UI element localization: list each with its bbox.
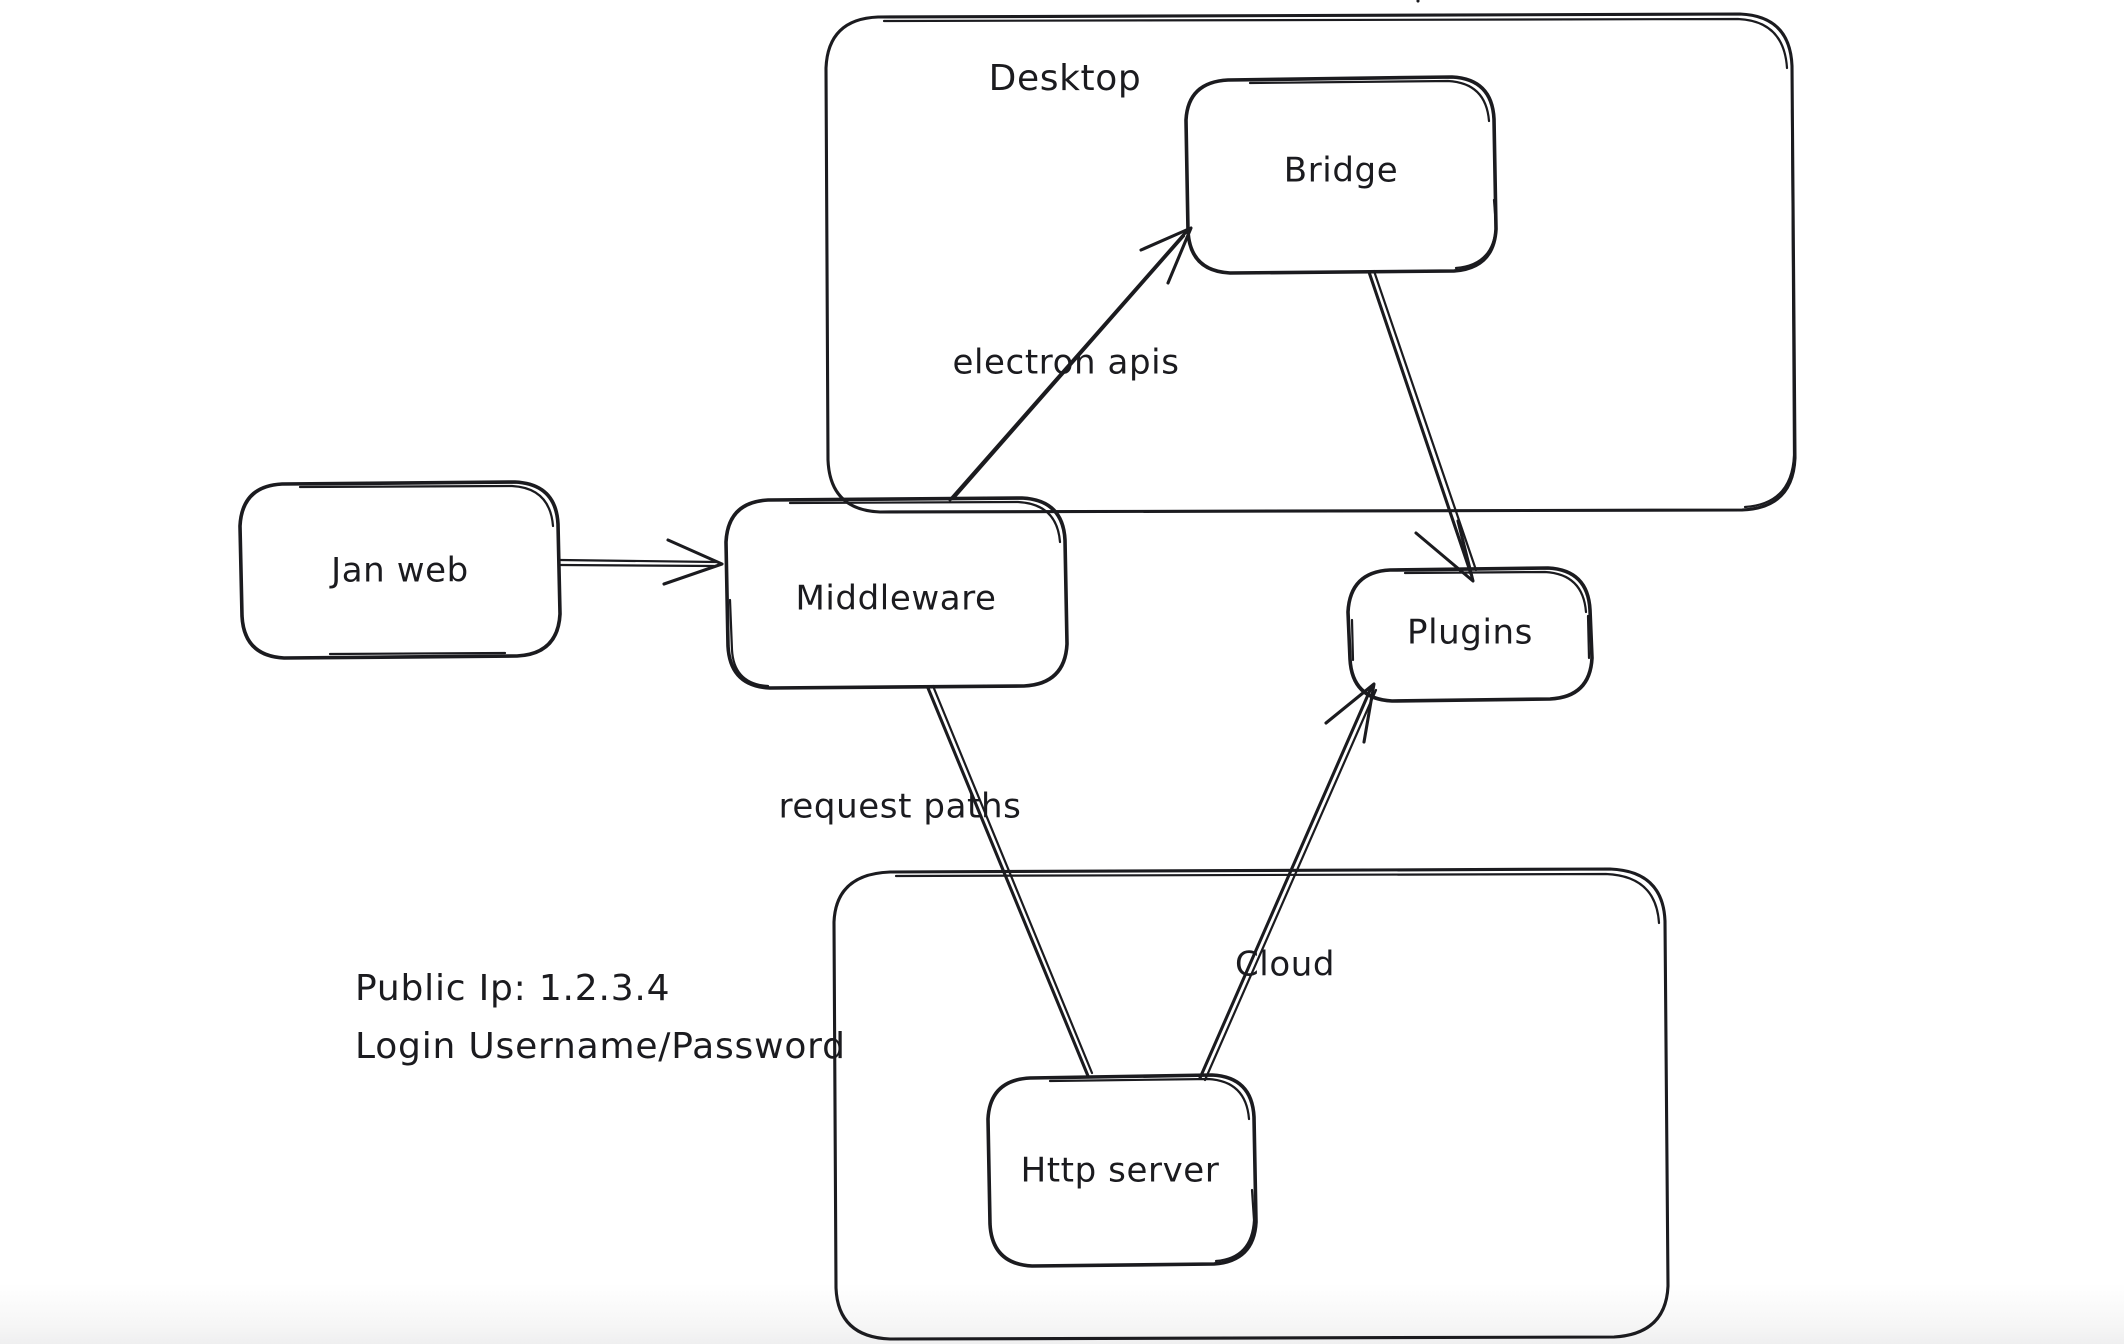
node-bridge[interactable]: Bridge xyxy=(1184,75,1498,275)
edge-httpserver-plugins-label: Cloud xyxy=(1235,945,1335,985)
notes-block: Public Ip: 1.2.3.4 Login Username/Passwo… xyxy=(355,968,846,1067)
group-desktop[interactable]: Desktop xyxy=(824,12,1797,514)
edge-middleware-bridge-label: electron apis xyxy=(952,343,1179,383)
node-middleware[interactable]: Middleware xyxy=(724,496,1069,690)
node-jan-web[interactable]: Jan web xyxy=(238,480,562,660)
edge-middleware-httpserver: request paths xyxy=(779,684,1094,1078)
arrowhead-icon xyxy=(1414,519,1475,583)
node-bridge-label: Bridge xyxy=(1284,151,1398,191)
node-http-server[interactable]: Http server xyxy=(986,1073,1258,1268)
node-middleware-label: Middleware xyxy=(795,579,996,619)
arrowhead-icon xyxy=(662,538,724,586)
edge-httpserver-plugins: Cloud xyxy=(1198,682,1378,1082)
node-http-server-label: Http server xyxy=(1021,1151,1220,1191)
edge-bridge-plugins xyxy=(1367,0,1478,583)
edge-middleware-httpserver-label: request paths xyxy=(779,787,1022,827)
note-public-ip: Public Ip: 1.2.3.4 xyxy=(355,968,670,1009)
arrowhead-icon xyxy=(1139,226,1193,285)
node-jan-web-label: Jan web xyxy=(329,551,469,591)
node-plugins[interactable]: Plugins xyxy=(1346,566,1594,703)
group-desktop-label: Desktop xyxy=(989,58,1142,99)
edge-middleware-bridge: electron apis xyxy=(948,226,1193,502)
note-login: Login Username/Password xyxy=(355,1026,846,1067)
edge-janweb-middleware xyxy=(558,538,724,586)
arrowhead-icon xyxy=(1324,682,1376,744)
node-plugins-label: Plugins xyxy=(1407,613,1533,653)
group-cloud[interactable] xyxy=(832,867,1670,1341)
